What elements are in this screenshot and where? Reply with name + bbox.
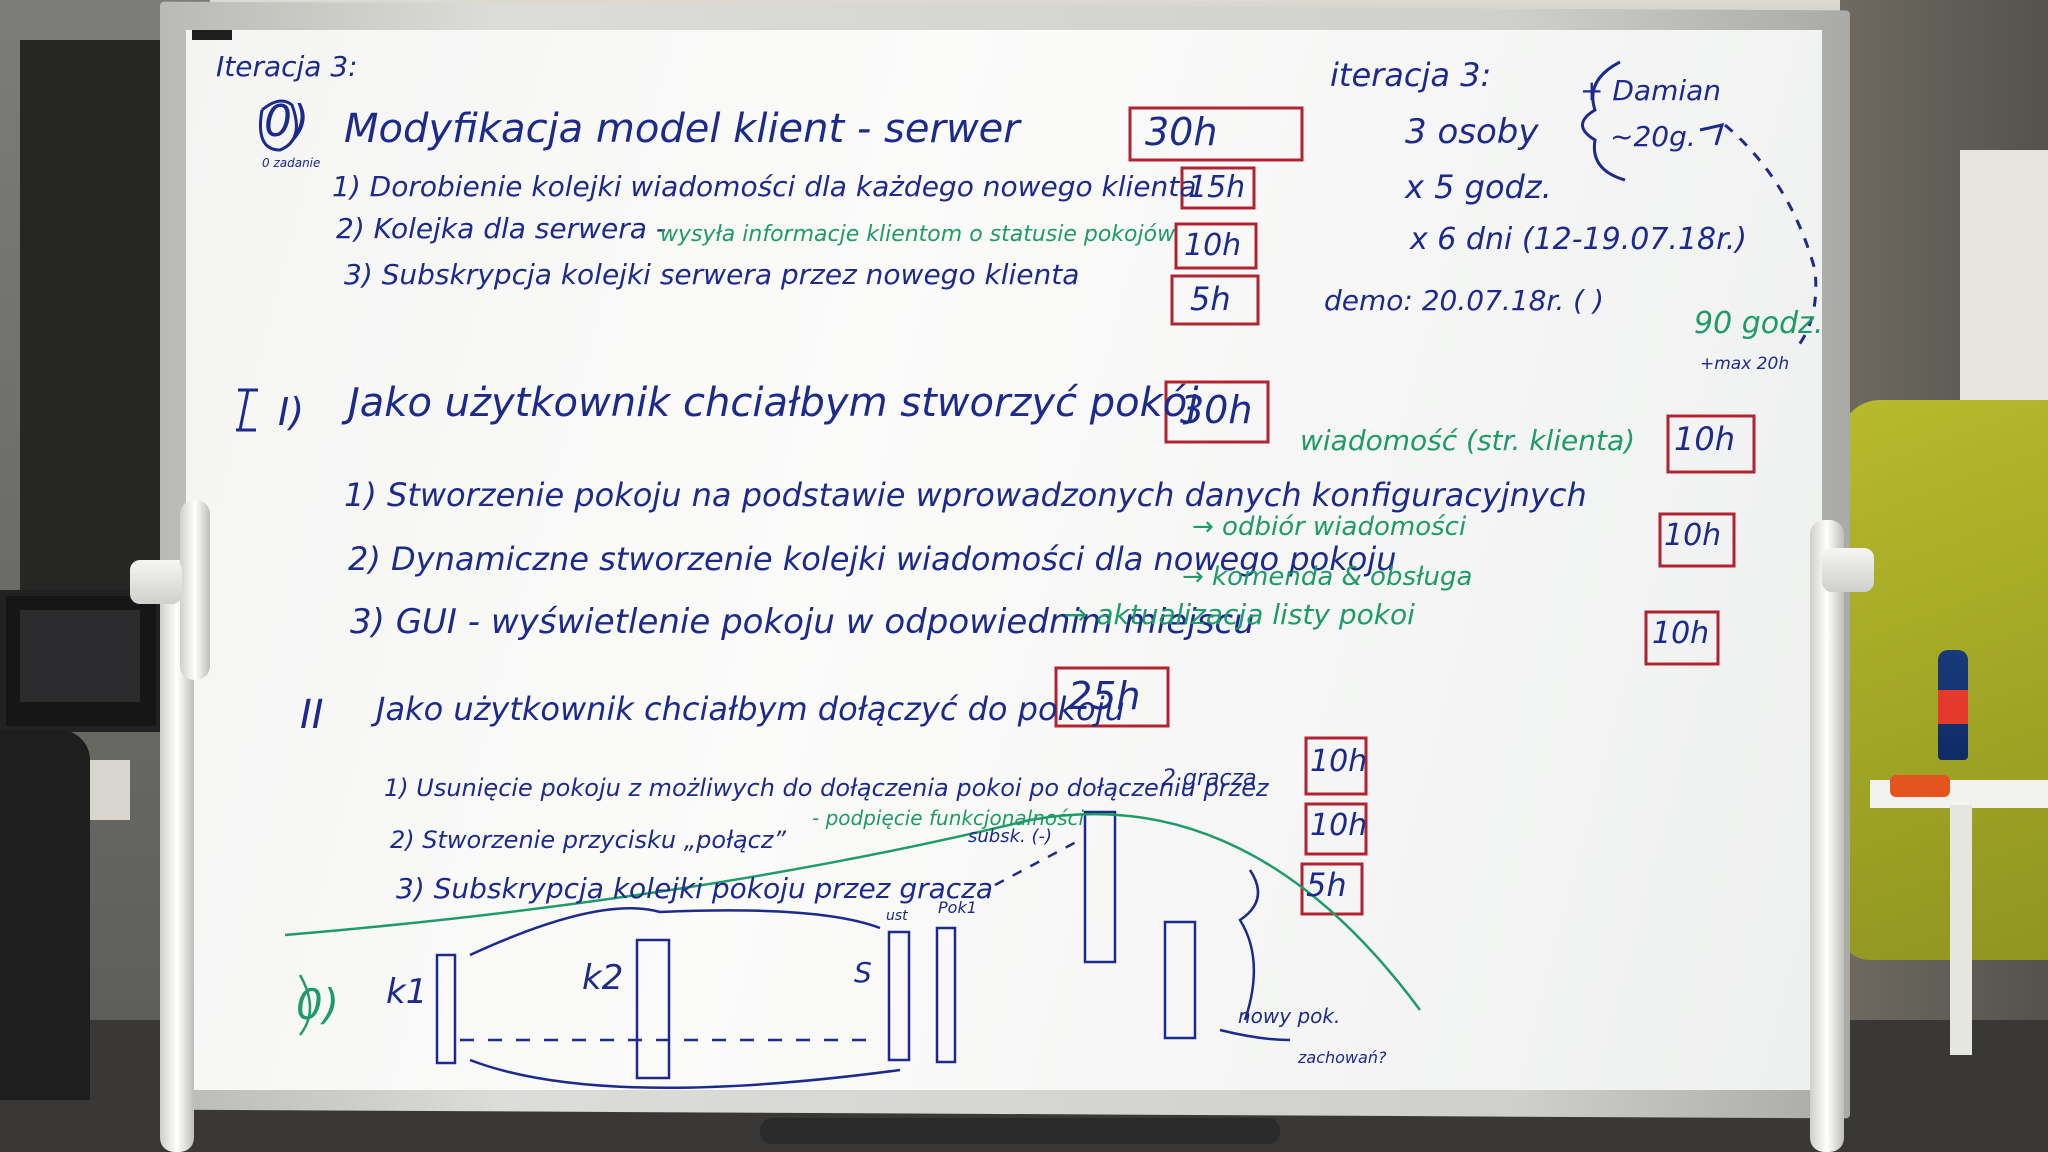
diagram-zachowanie: zachowań?	[1298, 1048, 1387, 1067]
section1-note1: → odbiór wiadomości	[1192, 512, 1467, 542]
stand-arm-left	[180, 500, 210, 680]
stand-post-right	[1810, 520, 1844, 1152]
section1-title-hours: 30h	[1180, 388, 1253, 432]
section2-task1-hours: 10h	[1310, 744, 1368, 779]
section1-task3: 3) GUI - wyświetlenie pokoju w odpowiedn…	[350, 602, 1255, 642]
plan-days: x 6 dni (12-19.07.18r.)	[1410, 222, 1747, 257]
board-clamp-right	[1822, 548, 1874, 592]
left-header-note: 0 zadanie	[262, 156, 321, 170]
board-brand-label	[192, 30, 232, 40]
plan-hours-per-day: x 5 godz.	[1405, 168, 1552, 206]
section1-task3-hours: 10h	[1652, 616, 1710, 651]
section0-number: 0)	[264, 96, 310, 147]
diagram-subsk: subsk. (-)	[968, 826, 1052, 847]
bottle-label	[1938, 690, 1968, 724]
plan-extra-person: + Damian	[1580, 74, 1722, 107]
section2-title: Jako użytkownik chciałbym dołączyć do po…	[376, 690, 1125, 728]
section0-task3: 3) Subskrypcja kolejki serwera przez now…	[344, 258, 1080, 291]
table-leg	[1950, 805, 1972, 1055]
section2-task2-note: - podpięcie funkcjonalności	[812, 806, 1085, 830]
seated-person	[0, 730, 90, 1100]
diagram-ust: ust	[886, 908, 908, 924]
section0-title-hours: 30h	[1145, 110, 1218, 154]
plan-total-note: +max 20h	[1700, 354, 1790, 374]
section1-note-top: wiadomość (str. klienta)	[1300, 424, 1636, 457]
diagram-zero: 0)	[296, 980, 340, 1029]
section1-note3: → aktualizacja listy pokoi	[1064, 598, 1415, 631]
dark-pillar	[20, 40, 170, 600]
section2-task1-extra: 2 gracza	[1162, 766, 1257, 791]
section2-title-hours: 25h	[1068, 674, 1141, 718]
section1-number: I)	[278, 390, 305, 434]
section0-task2-note: wysyła informacje klientom o statusie po…	[660, 222, 1176, 247]
diagram-s: S	[854, 956, 872, 989]
monitor	[0, 590, 162, 732]
orange-object	[1890, 775, 1950, 797]
section1-note-hours: 10h	[1674, 420, 1735, 458]
plan-header: iteracja 3:	[1330, 56, 1492, 94]
section0-task1-hours: 15h	[1188, 170, 1246, 205]
section0-title: Modyfikacja model klient - serwer	[344, 106, 1020, 152]
section0-task3-hours: 5h	[1190, 280, 1231, 318]
section2-task3-hours: 5h	[1306, 866, 1347, 904]
plan-extra-hours: ~20g.	[1610, 120, 1696, 153]
section0-task1: 1) Dorobienie kolejki wiadomości dla każ…	[332, 170, 1197, 203]
section2-task2: 2) Stworzenie przycisku „połącz”	[390, 826, 786, 854]
diagram-k2: k2	[582, 958, 624, 998]
section2-task1: 1) Usunięcie pokoju z możliwych do dołąc…	[384, 774, 1269, 802]
board-clamp-left	[130, 560, 182, 604]
left-header: Iteracja 3:	[216, 50, 358, 83]
diagram-new-room: nowy pok.	[1238, 1004, 1341, 1028]
diagram-k1: k1	[386, 972, 428, 1012]
section1-task1: 1) Stworzenie pokoju na podstawie wprowa…	[344, 476, 1587, 514]
section0-task2: 2) Kolejka dla serwera -	[336, 212, 666, 245]
plan-people: 3 osoby	[1405, 112, 1539, 152]
section2-task3: 3) Subskrypcja kolejki pokoju przez grac…	[396, 872, 994, 905]
section1-task2-hours: 10h	[1664, 518, 1722, 553]
section1-task2: 2) Dynamiczne stworzenie kolejki wiadomo…	[348, 540, 1397, 578]
stand-base	[760, 1118, 1280, 1144]
plan-total: 90 godz.	[1694, 306, 1824, 341]
section1-title: Jako użytkownik chciałbym stworzyć pokój	[348, 380, 1199, 426]
section0-task2-hours: 10h	[1184, 228, 1242, 263]
section2-task2-hours: 10h	[1310, 808, 1368, 843]
plan-demo: demo: 20.07.18r. ( )	[1324, 284, 1604, 317]
section2-number: II	[300, 692, 324, 738]
section1-note2: → komenda & obsługa	[1182, 562, 1473, 592]
diagram-pok1: Pok1	[938, 898, 977, 917]
